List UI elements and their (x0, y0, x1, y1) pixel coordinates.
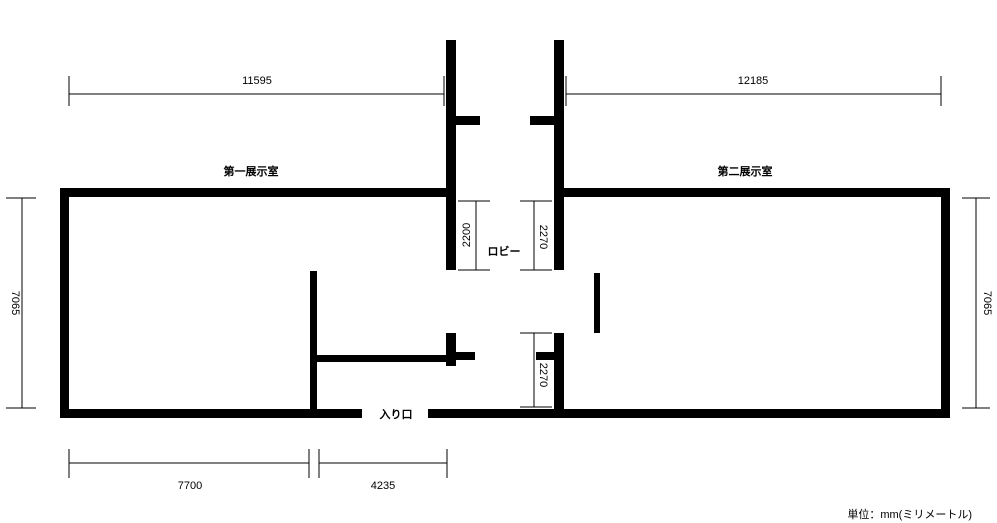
dim-label-top-right: 12185 (738, 75, 769, 87)
room-label-first: 第一展示室 (224, 164, 279, 178)
wall-lobby-right-lower-stub (536, 352, 564, 360)
wall-lobby-right-stub-top (530, 116, 564, 125)
wall-bottom-left (60, 409, 362, 418)
dim-label-lobby-right: 2270 (537, 225, 549, 249)
dimension-labels: 11595 12185 7065 7065 7700 4235 2200 227… (9, 75, 993, 492)
wall-room1-left (60, 188, 69, 418)
wall-lobby-left-upper (446, 40, 456, 270)
wall-lobby-left-lower-stub (446, 352, 475, 360)
dim-label-bottom-left: 7700 (178, 480, 202, 492)
room-label-entrance: 入り口 (380, 408, 413, 421)
wall-lobby-right-upper (554, 40, 564, 270)
room-label-lobby: ロビー (488, 244, 521, 258)
wall-partition-vertical (310, 271, 317, 417)
dim-label-top-left: 11595 (242, 75, 272, 87)
wall-freestanding (594, 273, 600, 333)
walls (60, 40, 950, 418)
dim-label-left-height: 7065 (9, 291, 21, 315)
wall-lobby-left-lower (446, 333, 456, 366)
wall-lobby-right-lower (554, 333, 564, 417)
dim-label-lobby-left: 2200 (461, 223, 473, 247)
wall-partition-horizontal (310, 355, 456, 362)
dim-label-bottom-mid: 4235 (371, 480, 395, 492)
wall-bottom-right (428, 409, 950, 418)
wall-room2-top (554, 188, 950, 197)
room-label-second: 第二展示室 (718, 164, 773, 178)
dimension-lines (6, 76, 990, 478)
wall-lobby-left-stub-top (446, 116, 480, 125)
dim-label-lower-right: 2270 (537, 363, 549, 387)
wall-room1-top (60, 188, 456, 197)
room-labels: 第一展示室 第二展示室 ロビー 入り口 (224, 164, 773, 421)
dim-label-right-height: 7065 (981, 291, 993, 315)
wall-room2-right (941, 188, 950, 418)
unit-label: 単位：mm(ミリメートル) (847, 507, 972, 521)
